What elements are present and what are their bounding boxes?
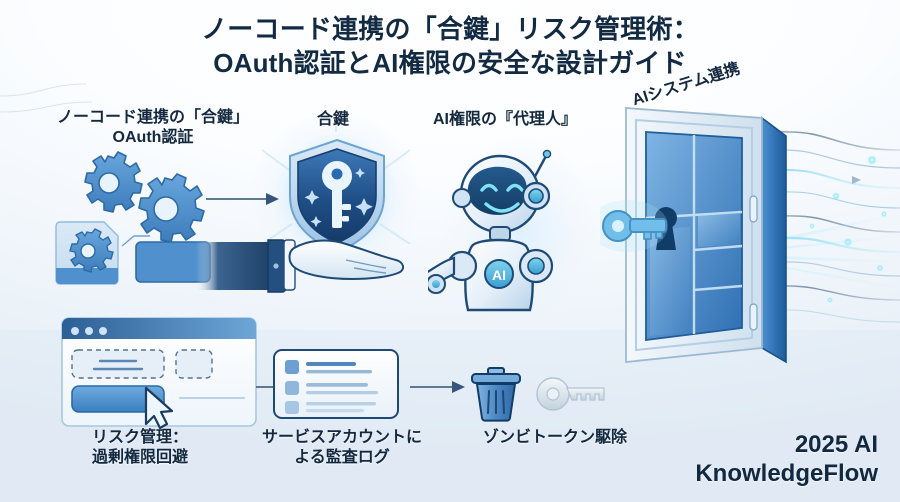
brand-line-1: 2025 AI: [794, 431, 878, 459]
robot-chest-label: AI: [492, 267, 506, 283]
audit-log-card: [273, 349, 399, 419]
trash-can-icon: [471, 367, 521, 422]
door-key-icon: [602, 210, 667, 242]
caption-spare-key: 合鍵: [316, 111, 349, 128]
arrow-right-icon-3: [410, 381, 465, 393]
shield-key-icon: [275, 132, 399, 256]
brand-watermark: 2025 AI KnowledgeFlow: [695, 431, 878, 488]
mouse-cursor-icon: [144, 386, 174, 430]
secure-door-illustration: [600, 107, 787, 364]
arrow-right-icon: [206, 193, 279, 205]
caption-oauth: ノーコード連携の「合鍵」 OAuth認証: [56, 109, 249, 147]
gears-documents-icon: [55, 151, 211, 285]
zombie-token-key-icon: [536, 377, 605, 411]
browser-window-illustration: [61, 317, 257, 430]
caption-risk-management: リスク管理： 過剰権限回避: [91, 429, 188, 467]
title-line-2: OAuth認証とAI権限の安全な設計ガイド: [213, 48, 687, 79]
brand-line-2: KnowledgeFlow: [695, 459, 878, 487]
caption-ai-agent: AI権限の『代理人』: [432, 111, 577, 128]
page-title: ノーコード連携の「合鍵」リスク管理術： OAuth認証とAI権限の安全な設計ガイ…: [0, 12, 900, 81]
human-hand-offering: [196, 239, 404, 293]
caption-zombie-token: ゾンビトークン駆除: [482, 429, 627, 446]
ai-robot-illustration: AI: [428, 149, 554, 312]
title-line-1: ノーコード連携の「合鍵」リスク管理術：: [201, 14, 699, 44]
caption-audit-log: サービスアカウントに よる監査ログ: [261, 429, 422, 467]
